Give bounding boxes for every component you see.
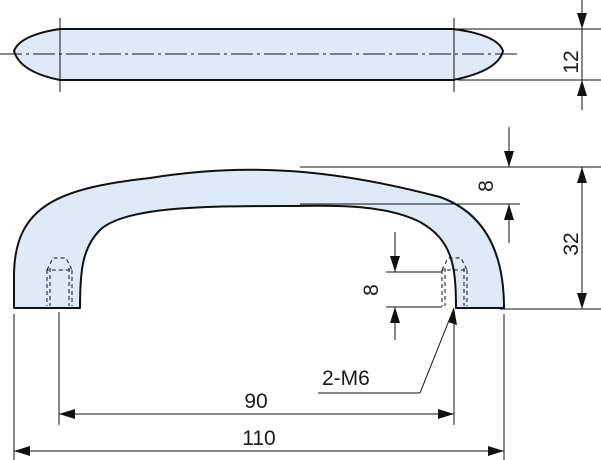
dim-8-grip-arrow-top bbox=[504, 151, 514, 167]
left-threaded-hole bbox=[46, 257, 73, 306]
dim-90-label: 90 bbox=[244, 390, 267, 413]
top-view: 12 bbox=[0, 0, 601, 110]
dim-12-arrow-top bbox=[577, 13, 587, 29]
dim-12-arrow-bottom bbox=[577, 80, 587, 96]
dim-32-label: 32 bbox=[560, 232, 583, 255]
dim-8-boss-arrow-bottom bbox=[390, 307, 400, 323]
dim-110-arrow-right bbox=[488, 446, 504, 456]
dim-12-label: 12 bbox=[560, 50, 583, 73]
dim-8-grip-arrow-bottom bbox=[504, 204, 514, 220]
front-view: 90 110 2-M6 8 32 8 bbox=[13, 127, 601, 460]
dim-32-arrow-bottom bbox=[577, 293, 587, 309]
front-view-handle-outline bbox=[13, 168, 505, 309]
dim-8-boss-arrow-top bbox=[390, 256, 400, 272]
dim-8-grip-label: 8 bbox=[475, 180, 498, 192]
dim-110-label: 110 bbox=[242, 427, 275, 450]
dim-32-arrow-top bbox=[577, 167, 587, 183]
dim-8-boss-label: 8 bbox=[360, 284, 383, 296]
dim-90-arrow-left bbox=[59, 409, 75, 419]
dim-110-arrow-left bbox=[14, 446, 30, 456]
thread-callout-label: 2-M6 bbox=[322, 367, 370, 390]
thread-leader-diagonal bbox=[419, 307, 455, 394]
dim-90-arrow-right bbox=[438, 409, 454, 419]
thread-leader-arrow bbox=[448, 308, 457, 325]
right-threaded-hole bbox=[441, 257, 468, 306]
